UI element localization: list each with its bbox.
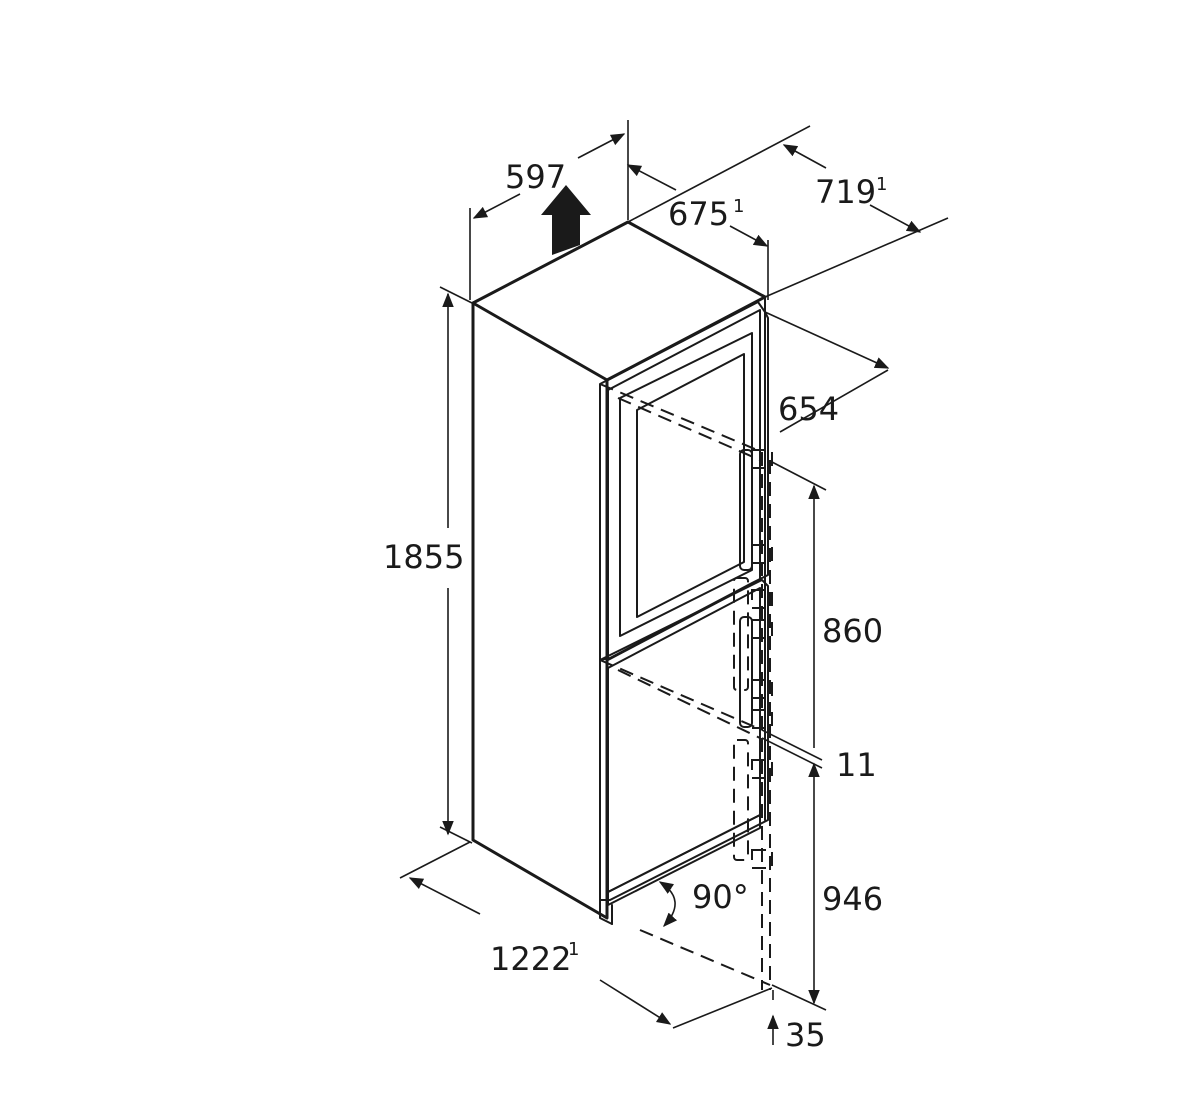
opening-angle-label: 90°: [692, 878, 749, 916]
upper-door: [599, 301, 769, 661]
height-label: 1855: [383, 538, 464, 576]
depth-open-note: 1: [876, 174, 887, 195]
dim-upper-section: 860: [771, 461, 883, 748]
depth-open-label: 719: [815, 173, 876, 211]
dim-lower-section: 946: [771, 762, 883, 1011]
dim-width: 597: [469, 120, 629, 300]
cabinet-feet: [599, 899, 613, 925]
depth-label: 654: [778, 390, 839, 428]
upper-section-label: 860: [822, 612, 883, 650]
door-swing-label: 1222: [490, 940, 571, 978]
lower-door: [599, 579, 769, 906]
dim-opening-angle: 90°: [658, 878, 749, 928]
dim-door-swing: 1222 1: [399, 841, 773, 1029]
dim-depth: 654: [764, 311, 890, 433]
lower-section-label: 946: [822, 880, 883, 918]
dim-depth-handle: 675 1: [626, 164, 769, 300]
up-arrow-icon: [541, 185, 591, 255]
dim-base: 35: [767, 990, 826, 1054]
width-label: 597: [505, 158, 566, 196]
dim-depth-open: 719 1: [627, 125, 949, 298]
depth-handle-label: 675: [668, 195, 729, 233]
dim-height: 1855: [383, 286, 473, 844]
dim-gap: 11: [761, 729, 877, 784]
depth-handle-note: 1: [733, 196, 744, 217]
open-doors-dashed: [599, 383, 773, 990]
base-label: 35: [785, 1016, 826, 1054]
door-swing-note: 1: [568, 939, 579, 960]
gap-label: 11: [836, 746, 877, 784]
